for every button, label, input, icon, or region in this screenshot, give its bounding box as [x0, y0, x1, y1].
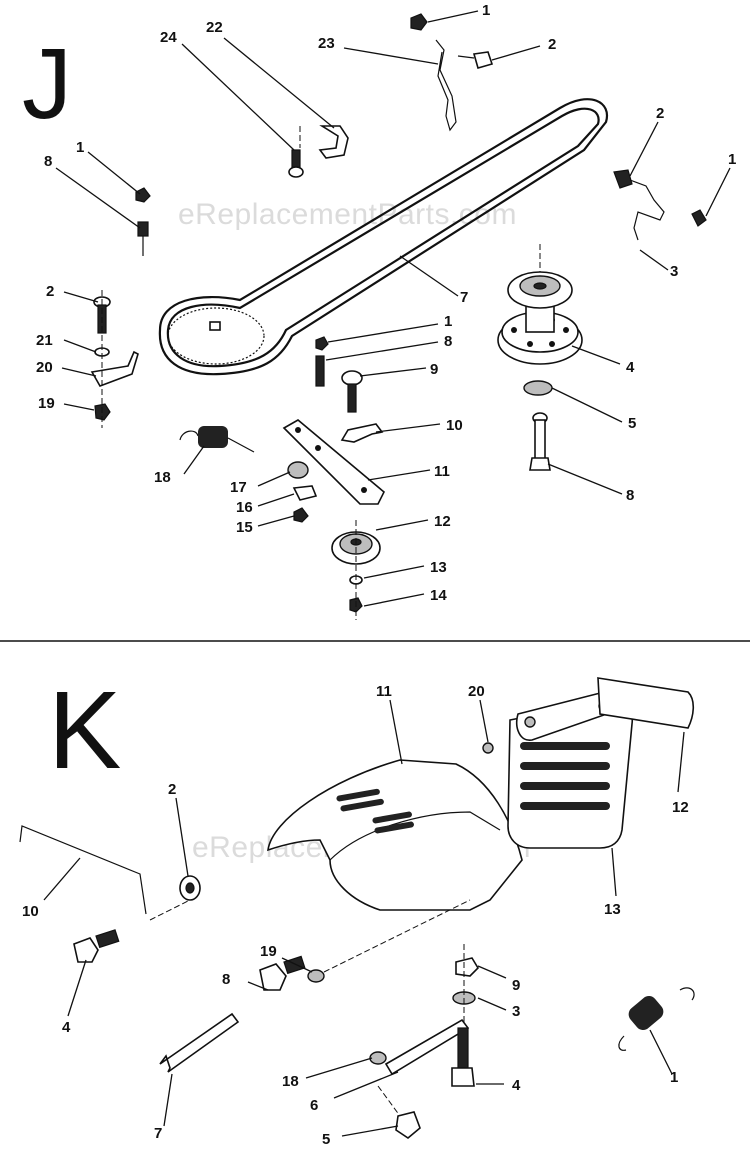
callout-label: 4 — [62, 1019, 71, 1036]
section-j-callouts: 1 2 23 24 22 2 1 8 1 3 7 2 21 20 19 1 8 … — [36, 2, 736, 604]
callout-label: 18 — [154, 469, 171, 486]
callout-label: 3 — [512, 1003, 520, 1020]
callout-label: 15 — [236, 519, 253, 536]
section-k-parts — [19, 677, 695, 1139]
callout-label: 1 — [444, 313, 452, 330]
callout-label: 11 — [376, 683, 392, 700]
rod-23 — [435, 39, 457, 132]
leader-lines — [43, 10, 731, 1137]
callout-label: 2 — [168, 781, 176, 798]
callout-label: 4 — [626, 359, 635, 376]
engine-pulley-4 — [497, 271, 583, 365]
callout-label: 17 — [230, 479, 247, 496]
callout-label: 14 — [430, 587, 447, 604]
callout-label: 19 — [38, 395, 55, 412]
callout-label: 4 — [512, 1077, 521, 1094]
section-k-callouts: 11 20 12 2 10 13 19 8 9 3 4 18 6 1 7 5 4 — [22, 683, 689, 1148]
bolt-2-right — [613, 169, 633, 189]
callout-label: 9 — [512, 977, 520, 994]
idler-arm-11 — [282, 419, 385, 505]
callout-label: 20 — [36, 359, 53, 376]
section-j-parts — [90, 13, 707, 620]
callout-label: 1 — [76, 139, 84, 156]
callout-label: 12 — [672, 799, 689, 816]
callout-label: 20 — [468, 683, 485, 700]
callout-label: 1 — [670, 1069, 678, 1086]
callout-label: 13 — [604, 901, 621, 918]
callout-label: 7 — [460, 289, 468, 306]
callout-label: 13 — [430, 559, 447, 576]
callout-label: 2 — [548, 36, 556, 53]
callout-label: 8 — [444, 333, 452, 350]
callout-label: 22 — [206, 19, 223, 36]
callout-label: 8 — [626, 487, 634, 504]
lens-12 — [597, 677, 695, 729]
callout-label: 5 — [628, 415, 636, 432]
callout-label: 1 — [482, 2, 490, 19]
callout-label: 1 — [728, 151, 736, 168]
spring-1 — [618, 987, 695, 1051]
callout-label: 10 — [22, 903, 39, 920]
bracket-6 — [384, 1018, 470, 1076]
callout-label: 10 — [446, 417, 463, 434]
callout-label: 21 — [36, 332, 53, 349]
callout-label: 23 — [318, 35, 335, 52]
bracket-22 — [318, 125, 349, 159]
callout-label: 8 — [222, 971, 230, 988]
bracket-7 — [159, 1012, 240, 1073]
rod-10 — [19, 825, 147, 915]
section-letter-k: K — [48, 669, 121, 792]
section-letter-j: J — [22, 28, 72, 140]
callout-label: 7 — [154, 1125, 162, 1142]
bracket-20 — [90, 350, 139, 387]
callout-label: 8 — [44, 153, 52, 170]
callout-label: 9 — [430, 361, 438, 378]
bolt-4-left — [73, 937, 99, 963]
drive-belt — [158, 98, 609, 376]
callout-label: 24 — [160, 29, 177, 46]
callout-label: 6 — [310, 1097, 318, 1114]
callout-label: 3 — [670, 263, 678, 280]
callout-label: 16 — [236, 499, 253, 516]
callout-label: 12 — [434, 513, 451, 530]
spacer-2 — [179, 875, 201, 901]
callout-label: 11 — [434, 463, 450, 480]
watermark-top: eReplacementParts.com — [178, 198, 517, 231]
callout-label: 19 — [260, 943, 277, 960]
callout-label: 18 — [282, 1073, 299, 1090]
spring-18 — [179, 426, 255, 453]
callout-label: 5 — [322, 1131, 330, 1148]
hood-11 — [267, 759, 523, 911]
callout-label: 2 — [656, 105, 664, 122]
callout-label: 2 — [46, 283, 54, 300]
bracket-10 — [340, 423, 384, 443]
